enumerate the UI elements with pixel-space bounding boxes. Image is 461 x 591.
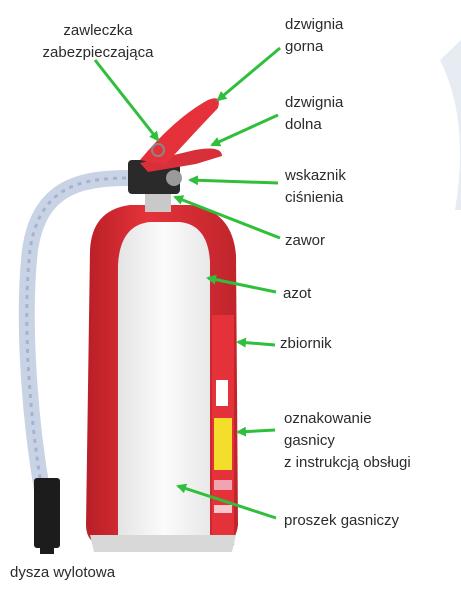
label-tank: zbiornik: [280, 333, 332, 355]
label-upper-lever: dzwignia gorna: [285, 14, 343, 58]
label-safety-pin: zawleczka zabezpieczająca: [18, 20, 178, 64]
background-object: [440, 40, 461, 210]
label-lower-lever: dzwignia dolna: [285, 92, 343, 136]
label-marking: oznakowanie gasnicy z instrukcją obsługi: [284, 408, 411, 474]
arrow-marking: [238, 430, 275, 432]
marking-band: [214, 480, 232, 490]
nozzle-tip: [40, 540, 54, 554]
arrow-tank: [238, 342, 275, 345]
label-valve: zawor: [285, 230, 325, 252]
marking-white: [216, 380, 228, 406]
arrow-upper-lever: [218, 48, 280, 100]
arrow-pressure-gauge: [190, 180, 278, 183]
nozzle: [34, 478, 60, 548]
arrow-lower-lever: [212, 115, 278, 145]
tank-base: [90, 535, 236, 552]
gauge: [166, 170, 182, 186]
marking-band2: [214, 505, 232, 513]
arrow-safety-pin: [95, 60, 158, 140]
label-nitrogen: azot: [283, 283, 311, 305]
label-powder: proszek gasniczy: [284, 510, 399, 532]
label-nozzle: dysza wylotowa: [10, 562, 115, 584]
marking-yellow: [214, 418, 232, 470]
label-pressure-gauge: wskaznik ciśnienia: [285, 165, 346, 209]
tank-white-cylinder: [118, 222, 210, 535]
